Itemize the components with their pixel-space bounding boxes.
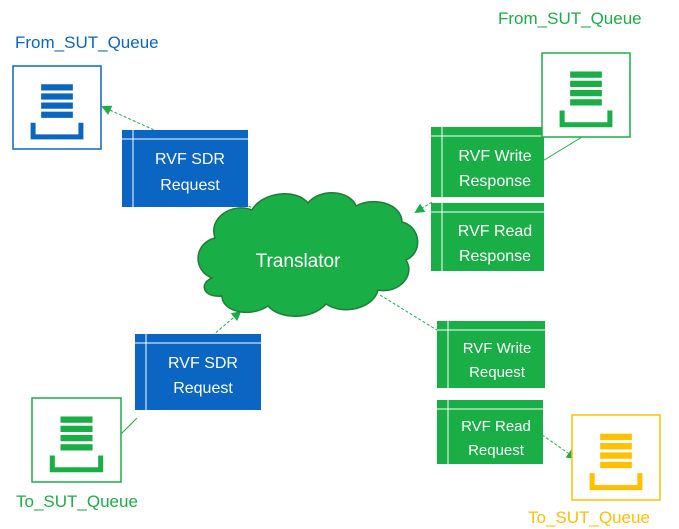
message-line2: Response bbox=[459, 248, 531, 265]
queue-bar bbox=[41, 111, 73, 118]
connector-to-queue-to-sdr bbox=[119, 417, 138, 436]
connector-translator-to-write-request bbox=[379, 294, 441, 333]
queue-bar bbox=[600, 443, 632, 450]
queue-label: From_SUT_Queue bbox=[15, 33, 159, 52]
queue-tray bbox=[559, 110, 613, 128]
message-box bbox=[431, 127, 544, 197]
message-box bbox=[437, 321, 545, 388]
sdr-request-top: RVF SDR Request bbox=[122, 130, 248, 207]
queue-bar bbox=[570, 99, 602, 106]
to-sut-queue-yellow: To_SUT_Queue bbox=[528, 414, 661, 527]
message-line2: Request bbox=[173, 380, 233, 397]
queue-bar bbox=[600, 433, 632, 441]
sdr-request-bottom: RVF SDR Request bbox=[135, 334, 261, 410]
message-box bbox=[431, 203, 544, 271]
queue-bar bbox=[41, 102, 73, 109]
queue-bar bbox=[41, 84, 73, 91]
from-sut-queue-green: From_SUT_Queue bbox=[498, 9, 642, 138]
read-request: RVF Read Request bbox=[437, 400, 543, 464]
queue-bar bbox=[570, 80, 602, 88]
message-line1: RVF SDR bbox=[168, 355, 238, 372]
message-line1: RVF Write bbox=[463, 340, 532, 357]
translator-label: Translator bbox=[256, 251, 341, 272]
message-line2: Request bbox=[160, 177, 220, 194]
queue-bar bbox=[60, 416, 93, 423]
write-response: RVF Write Response bbox=[431, 127, 544, 197]
read-response: RVF Read Response bbox=[431, 203, 544, 271]
message-box bbox=[122, 130, 248, 207]
message-line2: Response bbox=[459, 173, 531, 190]
message-box bbox=[135, 334, 261, 410]
queue-icon bbox=[31, 397, 122, 483]
queue-tray bbox=[589, 473, 643, 491]
connector-read-request-to-to-queue bbox=[537, 431, 577, 460]
connector-response-to-translator bbox=[414, 201, 433, 214]
queue-bar bbox=[570, 89, 602, 97]
to-sut-queue-green: To_SUT_Queue bbox=[16, 397, 138, 511]
queue-label: To_SUT_Queue bbox=[16, 492, 138, 511]
queue-label: To_SUT_Queue bbox=[528, 508, 650, 527]
queue-bar bbox=[41, 93, 73, 100]
queue-icon bbox=[571, 414, 661, 501]
translator-node: Translator bbox=[197, 192, 419, 317]
message-line2: Request bbox=[469, 364, 526, 381]
message-line2: Request bbox=[468, 442, 525, 459]
queue-bar bbox=[60, 434, 93, 442]
message-line1: RVF Read bbox=[461, 418, 531, 435]
message-line1: RVF Write bbox=[458, 148, 531, 165]
queue-tray bbox=[49, 455, 104, 473]
queue-tray bbox=[30, 122, 84, 140]
queue-bar bbox=[600, 461, 632, 469]
from-sut-queue-blue: From_SUT_Queue bbox=[12, 33, 159, 150]
queue-icon bbox=[541, 52, 631, 138]
connector-sdr-to-translator bbox=[211, 310, 242, 337]
queue-bar bbox=[60, 444, 93, 451]
message-box bbox=[437, 400, 543, 464]
queue-bar bbox=[570, 71, 602, 78]
message-line1: RVF Read bbox=[458, 223, 532, 240]
queue-icon bbox=[12, 65, 102, 150]
write-request: RVF Write Request bbox=[437, 321, 545, 388]
queue-bar bbox=[600, 452, 632, 459]
queue-bar bbox=[60, 425, 93, 433]
message-line1: RVF SDR bbox=[155, 151, 225, 168]
cloud-shape bbox=[197, 192, 419, 317]
queue-label: From_SUT_Queue bbox=[498, 9, 642, 28]
